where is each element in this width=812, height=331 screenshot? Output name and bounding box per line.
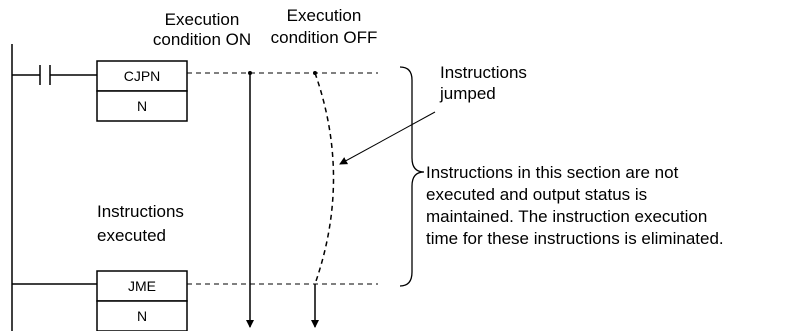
exec-off-label-line2: condition OFF [271, 28, 378, 47]
section-brace [399, 66, 425, 287]
exec-on-label-line2: condition ON [153, 30, 251, 49]
section-note-line4: time for these instructions is eliminate… [426, 229, 724, 248]
section-note-line2: executed and output status is [426, 185, 647, 204]
jme-name: JME [128, 278, 156, 294]
cjpn-block: CJPN N [96, 60, 188, 122]
jme-block: JME N [96, 270, 188, 331]
exec-off-label-line1: Execution [287, 6, 362, 25]
jme-operand: N [137, 308, 147, 324]
executed-label-line1: Instructions [97, 202, 184, 221]
jumped-pointer-arrow [339, 111, 436, 165]
no-contact-icon [39, 65, 51, 85]
jumped-label-line1: Instructions [440, 63, 527, 82]
section-note-line1: Instructions in this section are not [426, 163, 679, 182]
jumped-label-line2: jumped [439, 84, 496, 103]
exec-off-jump-path [314, 72, 335, 285]
cjpn-operand: N [137, 98, 147, 114]
cjpn-name: CJPN [124, 68, 161, 84]
section-note-line3: maintained. The instruction execution [426, 207, 707, 226]
executed-label-line2: executed [97, 226, 166, 245]
exec-on-label-line1: Execution [165, 10, 240, 29]
